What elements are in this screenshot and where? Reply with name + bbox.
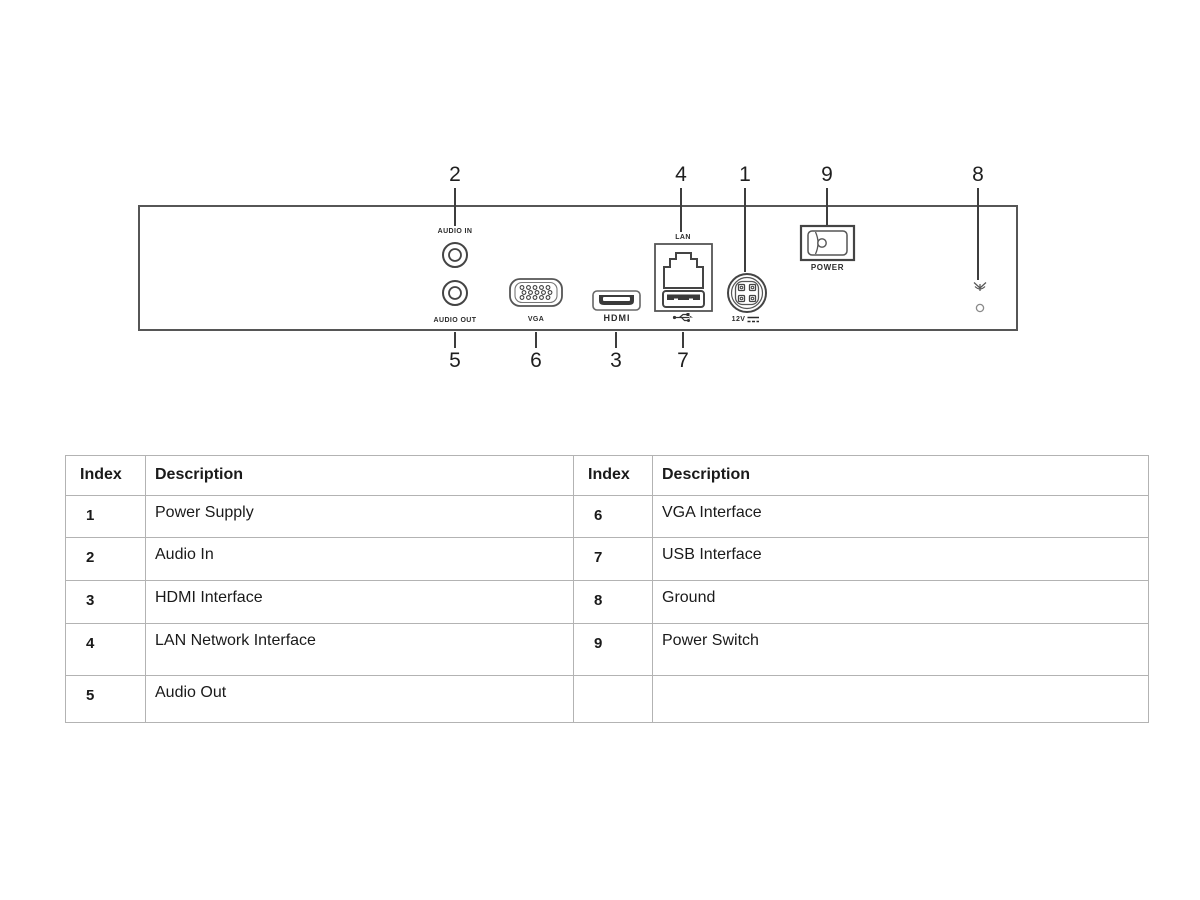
leader-line-6 (535, 332, 537, 348)
power-switch (799, 224, 856, 262)
dc-voltage-icon (747, 316, 760, 322)
callout-4: 4 (675, 163, 687, 186)
callout-7: 7 (677, 349, 689, 372)
index-cell: 6 (573, 495, 653, 538)
table-row: 4 LAN Network Interface 9 Power Switch (65, 623, 1149, 676)
index-cell: 1 (65, 495, 146, 538)
index-cell: 8 (573, 580, 653, 624)
callout-5: 5 (449, 349, 461, 372)
dc12v-label: 12V (723, 315, 769, 324)
header-description-left: Description (145, 455, 574, 496)
interface-table: Index Description Index Description 1 Po… (65, 455, 1149, 723)
leader-line-3 (615, 332, 617, 348)
ground-icon (973, 282, 987, 313)
hdmi-connector (592, 290, 641, 311)
rear-panel-diagram: 2 4 1 9 8 5 6 3 7 AUDIO IN AUDIO OUT (0, 0, 1200, 440)
table-row: 1 Power Supply 6 VGA Interface (65, 495, 1149, 538)
description-cell: LAN Network Interface (145, 623, 574, 676)
description-cell: Audio Out (145, 675, 574, 723)
hdmi-label: HDMI (603, 313, 631, 323)
power-din-connector (727, 273, 767, 313)
vga-label: VGA (527, 316, 545, 323)
description-cell: VGA Interface (652, 495, 1149, 538)
index-cell: 5 (65, 675, 146, 723)
power-label: POWER (810, 263, 845, 272)
lan-label: LAN (675, 234, 691, 241)
vga-connector (509, 278, 563, 307)
description-cell: HDMI Interface (145, 580, 574, 624)
callout-3: 3 (610, 349, 622, 372)
leader-line-4 (680, 188, 682, 232)
description-cell (652, 675, 1149, 723)
callout-9: 9 (821, 163, 833, 186)
table-row: 3 HDMI Interface 8 Ground (65, 580, 1149, 624)
table-row: 5 Audio Out (65, 675, 1149, 723)
leader-line-2 (454, 188, 456, 226)
header-description-right: Description (652, 455, 1149, 496)
header-index-right: Index (573, 455, 653, 496)
index-cell (573, 675, 653, 723)
lan-rj45-usb-module (654, 243, 713, 312)
leader-line-5 (454, 332, 456, 348)
index-cell: 4 (65, 623, 146, 676)
device-rear-panel (138, 205, 1018, 331)
index-cell: 3 (65, 580, 146, 624)
audio-out-jack (442, 280, 468, 306)
description-cell: Power Switch (652, 623, 1149, 676)
usb-trident-icon (672, 313, 693, 322)
dc12v-text: 12V (731, 316, 746, 323)
description-cell: Ground (652, 580, 1149, 624)
index-cell: 9 (573, 623, 653, 676)
leader-line-1 (744, 188, 746, 272)
description-cell: Audio In (145, 537, 574, 581)
table-header-row: Index Description Index Description (65, 455, 1149, 496)
leader-line-7 (682, 332, 684, 348)
index-cell: 2 (65, 537, 146, 581)
audio-in-label: AUDIO IN (437, 228, 473, 235)
leader-line-8 (977, 188, 979, 280)
description-cell: USB Interface (652, 537, 1149, 581)
callout-2: 2 (449, 163, 461, 186)
audio-out-label: AUDIO OUT (433, 317, 477, 324)
callout-8: 8 (972, 163, 984, 186)
header-index-left: Index (65, 455, 146, 496)
table-row: 2 Audio In 7 USB Interface (65, 537, 1149, 581)
index-cell: 7 (573, 537, 653, 581)
callout-1: 1 (739, 163, 751, 186)
description-cell: Power Supply (145, 495, 574, 538)
audio-in-jack (442, 242, 468, 268)
leader-line-9 (826, 188, 828, 225)
callout-6: 6 (530, 349, 542, 372)
